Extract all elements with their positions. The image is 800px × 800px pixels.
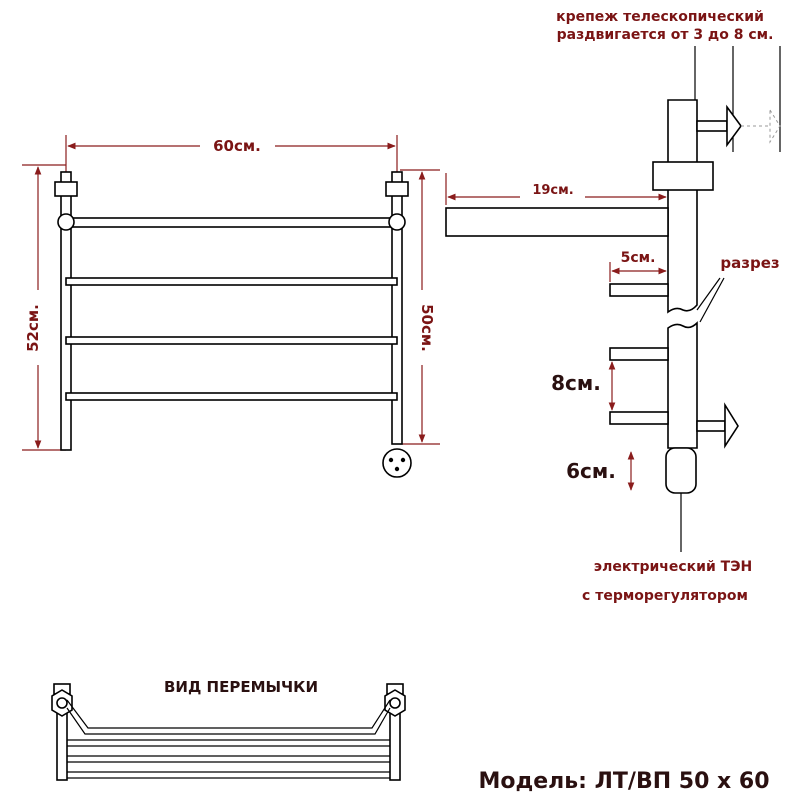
height-outer-label: 52см.	[24, 304, 42, 352]
rung-1	[65, 277, 398, 286]
heater-label-line2: с терморегулятором	[582, 588, 748, 604]
mount-collar	[652, 161, 714, 191]
left-top-bracket	[54, 181, 78, 197]
height-inner-label: 50см.	[418, 304, 436, 352]
cut-callout: разрез	[696, 254, 780, 323]
mount-label-line2: раздвигается от 3 до 8 см.	[557, 27, 774, 43]
heater-connector	[382, 448, 412, 478]
depth-dimension: 19см.	[445, 173, 667, 205]
right-top-joint	[388, 213, 406, 231]
width-label: 60см.	[213, 137, 261, 155]
height-outer-dimension: 52см.	[22, 164, 66, 451]
left-jumper-nut	[51, 683, 73, 717]
left-top-joint	[57, 213, 75, 231]
left-upright	[60, 171, 72, 451]
lower-stub-2	[609, 411, 669, 425]
rung-2	[65, 336, 398, 345]
spacing-dimension: 8см.	[551, 361, 616, 411]
offset-label: 5см.	[621, 250, 656, 266]
side-view: крепеж телескопический раздвигается от 3…	[445, 9, 781, 604]
offset-dimension: 5см.	[609, 250, 667, 282]
top-bar	[65, 217, 398, 228]
cut-label: разрез	[720, 254, 779, 272]
lower-stub-1	[609, 347, 669, 361]
right-jumper-nut	[384, 683, 406, 717]
spacing-label: 8см.	[551, 371, 601, 395]
right-upright	[391, 171, 403, 445]
jumper-view: ВИД ПЕРЕМЫЧКИ	[51, 678, 406, 781]
side-arm	[445, 207, 669, 237]
heater-label-line1: электрический ТЭН	[594, 559, 752, 575]
heater-element	[665, 447, 697, 494]
vertical-pipe-lower	[667, 321, 698, 449]
rung-3	[65, 392, 398, 401]
mount-label-line1: крепеж телескопический	[556, 9, 764, 25]
jumper-bar	[66, 699, 391, 729]
height-inner-dimension: 50см.	[400, 169, 440, 445]
depth-label: 19см.	[532, 183, 573, 198]
width-dimension: 60см.	[65, 135, 398, 175]
heater-size-label: 6см.	[566, 459, 616, 483]
top-wall-screw	[696, 104, 781, 148]
jumper-view-label: ВИД ПЕРЕМЫЧКИ	[164, 678, 318, 696]
bottom-wall-screw	[696, 402, 739, 449]
right-top-bracket	[385, 181, 409, 197]
vertical-pipe-upper	[667, 99, 698, 314]
model-label: Модель: ЛТ/ВП 50 х 60	[478, 769, 769, 794]
heater-dimension: 6см.	[566, 451, 635, 491]
short-stub	[609, 283, 669, 297]
front-view: 60см. 52см. 50см.	[22, 135, 440, 478]
